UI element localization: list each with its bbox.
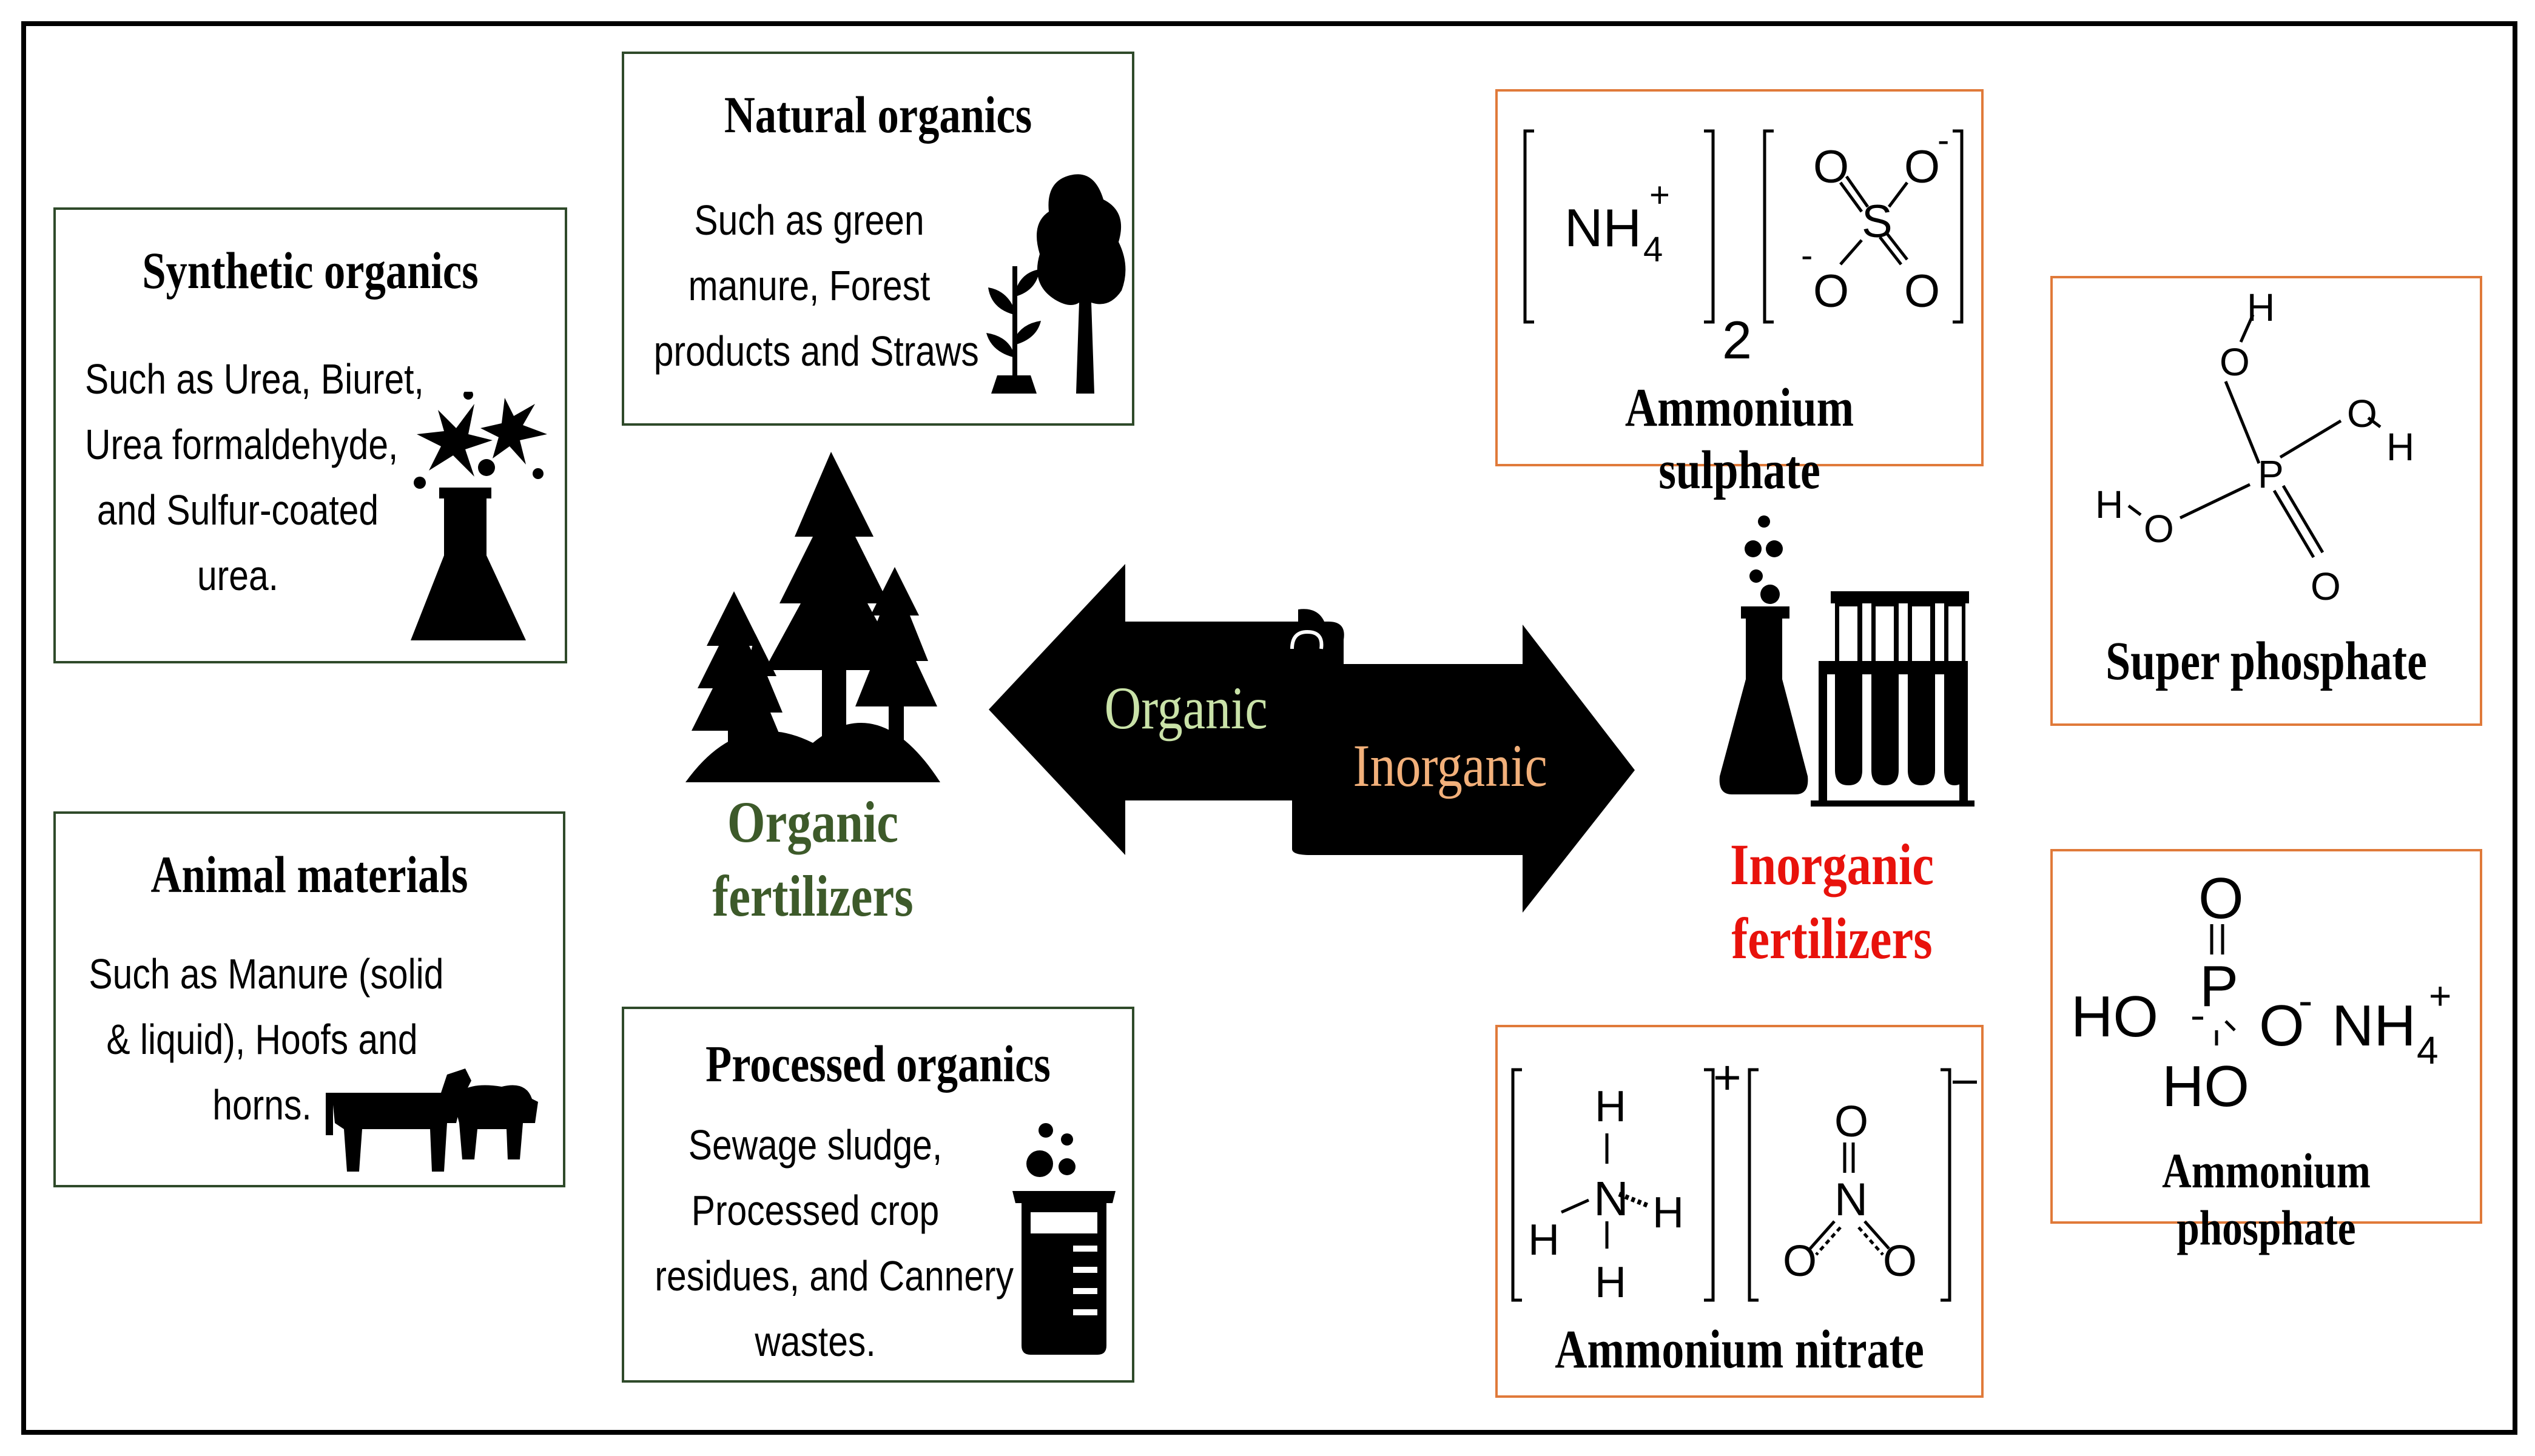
synthetic-organics-description: Such as Urea, Biuret, Urea formaldehyde,… xyxy=(85,346,424,608)
animal-materials-box: Animal materials Such as Manure (solid &… xyxy=(53,811,565,1187)
lab-glassware-icon xyxy=(1719,515,1974,807)
atom-o: O xyxy=(2144,507,2174,551)
nh4-subscript: 4 xyxy=(1643,230,1663,269)
desc-line: Sewage sludge, xyxy=(688,1121,943,1169)
atom-n: N xyxy=(1834,1174,1868,1226)
desc-line: Such as green xyxy=(694,196,924,244)
anion-charge: – xyxy=(1953,1053,1977,1104)
ammonium-nitrate-label: Ammonium nitrate xyxy=(1555,1320,1924,1380)
ammonium-phosphate-label: Ammonium phosphate xyxy=(2162,1143,2371,1255)
ammonium-phosphate-structure: O HO P O - NH 4 + HO xyxy=(2071,866,2451,1119)
atom-h: H xyxy=(1595,1258,1626,1306)
desc-line: manure, Forest xyxy=(688,262,931,309)
super-phosphate-label: Super phosphate xyxy=(2106,631,2427,691)
synthetic-organics-title: Synthetic organics xyxy=(142,241,479,300)
charge-minus: - xyxy=(1937,121,1949,160)
atom-o: O xyxy=(1813,266,1849,317)
processed-organics-description: Sewage sludge, Processed crop residues, … xyxy=(655,1112,1014,1374)
atom-o: O xyxy=(1813,141,1849,193)
chemistry-flask-splash-icon xyxy=(411,392,547,640)
organic-fertilizers-line2: fertilizers xyxy=(712,864,914,928)
processed-organics-box: Processed organics Sewage sludge, Proces… xyxy=(622,1007,1134,1383)
atom-o: O xyxy=(2347,392,2377,435)
animal-materials-title: Animal materials xyxy=(150,845,468,904)
desc-line: & liquid), Hoofs and xyxy=(106,1016,418,1063)
atom-o-anion: O xyxy=(2259,993,2304,1058)
desc-line: products and Straws xyxy=(653,327,979,375)
hydroxyl-ho: HO xyxy=(2162,1054,2249,1119)
atom-h: H xyxy=(2247,286,2275,329)
organic-fertilizers-label: Organic fertilizers xyxy=(701,785,925,933)
ammonium-sulphate-structure: NH 4 + 2 O O - S - O O xyxy=(1523,121,1964,370)
diagram-frame xyxy=(21,21,2517,1435)
atom-h: H xyxy=(1652,1189,1684,1237)
charge-minus: - xyxy=(2298,977,2312,1024)
atom-o: O xyxy=(1883,1237,1917,1286)
desc-line: Urea formaldehyde, xyxy=(85,421,399,468)
ammonium-sulphate-label: Ammonium sulphate xyxy=(1624,378,1854,500)
desc-line: Such as Urea, Biuret, xyxy=(85,355,424,403)
hydroxyl-ho: HO xyxy=(2071,984,2158,1049)
atom-o: O xyxy=(1834,1098,1868,1146)
inorganic-fertilizers-label: Inorganic fertilizers xyxy=(1720,828,1944,976)
synthetic-organics-box: Synthetic organics Such as Urea, Biuret,… xyxy=(53,207,567,663)
beaker-icon xyxy=(1012,1123,1116,1355)
animal-materials-description: Such as Manure (solid & liquid), Hoofs a… xyxy=(89,941,444,1138)
atom-h: H xyxy=(1595,1082,1626,1131)
ammonium-nitrate-box: H N H H H + O N O O – Ammonium nitrate xyxy=(1495,1025,1984,1398)
super-phosphate-structure: H O O H P H O O xyxy=(2095,286,2414,608)
atom-p: P xyxy=(2258,452,2284,496)
desc-line: horns. xyxy=(212,1081,312,1129)
inorganic-fertilizers-line1: Inorganic xyxy=(1729,832,1934,897)
nh4-text: NH xyxy=(2332,993,2416,1058)
ammonium-sulphate-box: NH 4 + 2 O O - S - O O Ammonium sulphate xyxy=(1495,89,1984,500)
organic-arrow-label: Organic xyxy=(1104,674,1268,742)
ammonium-nitrate-structure: H N H H H + O N O O – xyxy=(1511,1050,1977,1306)
desc-line: and Sulfur-coated xyxy=(96,486,379,534)
natural-organics-box: Natural organics Such as green manure, F… xyxy=(622,52,1134,426)
nh4-charge: + xyxy=(1649,175,1670,215)
forest-icon xyxy=(685,452,940,782)
atom-o: O xyxy=(2198,866,2244,931)
ammonium-phosphate-box: O HO P O - NH 4 + HO Ammonium phosphate xyxy=(2050,849,2482,1255)
natural-organics-title: Natural organics xyxy=(724,86,1032,144)
super-phosphate-box: H O O H P H O O Super phosphate xyxy=(2050,276,2482,726)
desc-line: Such as Manure (solid xyxy=(89,950,444,998)
atom-h: H xyxy=(2095,483,2123,526)
atom-s: S xyxy=(1862,196,1893,247)
organic-fertilizers-line1: Organic xyxy=(727,790,899,854)
nh4-charge: + xyxy=(2429,974,2451,1018)
charge-minus: - xyxy=(1801,236,1813,275)
nh4-subscript: 4 xyxy=(2417,1028,2439,1072)
cow-and-pig-icon xyxy=(326,1069,538,1172)
atom-o: O xyxy=(1783,1237,1817,1286)
atom-o: O xyxy=(2220,340,2250,384)
subscript-2: 2 xyxy=(1722,310,1752,370)
desc-line: urea. xyxy=(197,552,279,599)
organic-inorganic-arrow xyxy=(989,564,1635,913)
plant-and-tree-icon xyxy=(986,174,1126,394)
atom-n: N xyxy=(1594,1172,1629,1226)
atom-o: O xyxy=(2311,565,2341,608)
cation-charge: + xyxy=(1713,1050,1742,1104)
atom-h: H xyxy=(2386,425,2414,469)
processed-organics-title: Processed organics xyxy=(705,1035,1051,1093)
natural-organics-description: Such as green manure, Forest products an… xyxy=(653,187,979,384)
inorganic-fertilizers-line2: fertilizers xyxy=(1731,906,1933,971)
desc-line: Processed crop xyxy=(691,1187,940,1234)
atom-o: O xyxy=(1904,141,1940,193)
inorganic-arrow-label: Inorganic xyxy=(1353,732,1547,799)
desc-line: wastes. xyxy=(755,1318,876,1365)
atom-o: O xyxy=(1904,266,1940,317)
nh4-text: NH xyxy=(1564,198,1641,258)
desc-line: residues, and Cannery xyxy=(655,1252,1014,1300)
atom-p: P xyxy=(2200,954,2238,1019)
atom-h: H xyxy=(1528,1216,1560,1264)
